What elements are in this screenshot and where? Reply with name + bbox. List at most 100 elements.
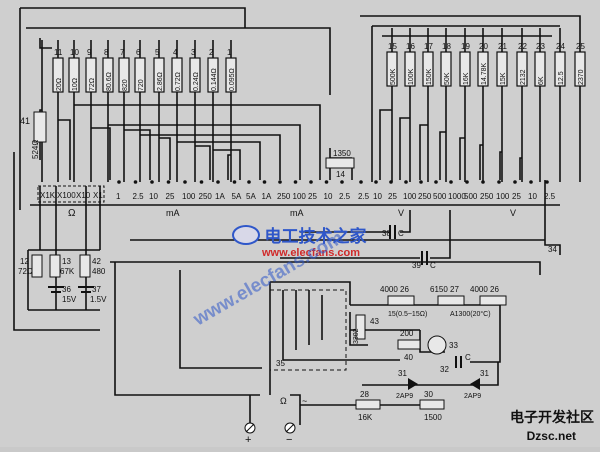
switch-ohm-label: Ω: [280, 396, 287, 406]
ohm-range-0: X1K: [40, 191, 56, 200]
switch-contact-ma-5[interactable]: [199, 180, 204, 184]
switch-contact-a-2[interactable]: [278, 180, 282, 184]
r4000b-lbl: 4000 26: [470, 285, 499, 294]
r28-val: 16K: [358, 413, 373, 422]
switch-contact-v2-0[interactable]: [449, 180, 453, 184]
switch-contact-a-6[interactable]: [340, 180, 344, 184]
switch-contact-a-3[interactable]: [293, 180, 298, 184]
switch-label-v1-0: 2.5: [358, 192, 370, 201]
resistor-26b: [479, 295, 507, 306]
resistor-4: [171, 57, 183, 93]
switch-contact-v1-1[interactable]: [374, 180, 378, 184]
r12-val: 72Ω: [18, 267, 33, 276]
resistor-26a: [387, 295, 415, 306]
switch-label-v1-1: 10: [373, 192, 382, 201]
r7-id: 7: [120, 48, 125, 57]
switch-contact-ma-6[interactable]: [216, 180, 220, 184]
switch-contact-v2-4[interactable]: [513, 180, 517, 184]
switch-contact-ma-0[interactable]: [117, 180, 121, 184]
watermark-url: www.elecfans.com: [262, 247, 361, 259]
r42-id: 42: [92, 257, 101, 266]
switch-contact-v2-5[interactable]: [529, 180, 533, 184]
switch-label-v1-4: 250: [418, 192, 432, 201]
r28-id: 28: [360, 390, 369, 399]
switch-contact-v2-6[interactable]: [545, 180, 549, 184]
plus-label: +: [245, 434, 251, 446]
omega-label: Ω: [68, 208, 76, 219]
switch-contact-v2-3[interactable]: [497, 180, 501, 184]
resistor-bank-right: [386, 51, 586, 87]
switch-label-v2-4: 25: [512, 192, 521, 201]
switch-contact-v1-0[interactable]: [359, 180, 363, 184]
switch-label-a-2: 250: [277, 192, 291, 201]
resistor-14: [325, 157, 355, 169]
meter-note: A1300(20°C): [450, 310, 491, 318]
watermark-bottom-url: Dzsc.net: [526, 429, 576, 443]
meter-id: 33: [449, 341, 458, 350]
switch-contact-v1-5[interactable]: [434, 180, 438, 184]
resistor-7: [118, 57, 130, 93]
r11-id: 11: [54, 48, 63, 57]
resistor-9: [85, 57, 97, 93]
switch-contact-ma-7[interactable]: [232, 180, 237, 184]
switch-label-a-3: 100: [293, 192, 307, 201]
r6-val: 720: [138, 79, 145, 91]
switch-contact-v2-2[interactable]: [481, 180, 485, 184]
r25-id: 25: [576, 42, 585, 51]
r9-id: 9: [87, 48, 92, 57]
v1-unit-label: V: [398, 208, 404, 218]
switch-contact-ma-4[interactable]: [183, 180, 187, 184]
battery-cells: [48, 286, 94, 293]
r4-id: 4: [173, 48, 178, 57]
resistor-30: [419, 399, 445, 410]
switch-contact-v2-1[interactable]: [465, 180, 469, 184]
c39-lbl: C: [430, 261, 436, 270]
switch-contact-a-0[interactable]: [247, 180, 251, 184]
r15-val: 500K: [390, 68, 397, 85]
r3302-val: 3302: [353, 328, 360, 344]
switch-label-ma-5: 250: [199, 192, 213, 201]
r16-val: 100K: [408, 68, 415, 85]
switch-label-v1-3: 100: [403, 192, 417, 201]
switch-label-v2-6: 2.5: [544, 192, 556, 201]
switch-contact-ma-2[interactable]: [150, 180, 154, 184]
r2-val: 0.144Ω: [211, 68, 218, 91]
switch-label-v1-5: 500: [433, 192, 447, 201]
switch-contact-v1-2[interactable]: [389, 180, 393, 184]
function-switch[interactable]: [269, 289, 347, 371]
r4000a-lbl: 4000 26: [380, 285, 409, 294]
switch-label-v2-5: 10: [528, 192, 537, 201]
d31a-id: 31: [398, 369, 407, 378]
switch-label-a-1: 1A: [262, 192, 272, 201]
r9-val: 72Ω: [89, 78, 96, 91]
switch-label-a-5: 10: [324, 192, 333, 201]
switch-contact-v1-4[interactable]: [419, 180, 423, 184]
range-note: 15(0.5~15Ω): [388, 311, 427, 318]
terminal-positive-mark: [245, 423, 255, 433]
resistor-13: [49, 254, 61, 278]
ohm-range-switch[interactable]: [37, 185, 105, 203]
r23-val: 6K: [538, 76, 545, 85]
switch-contact-ma-3[interactable]: [166, 180, 171, 184]
switch-contact-a-4[interactable]: [309, 180, 313, 184]
resistor-8: [102, 57, 114, 93]
capacitor-38: [389, 225, 396, 239]
switch-contact-ma-1[interactable]: [133, 180, 138, 184]
r4-val: 0.72Ω: [175, 72, 182, 91]
switch-contact-v1-3[interactable]: [404, 180, 408, 184]
r21-id: 21: [498, 42, 507, 51]
resistor-24: [554, 51, 566, 87]
switch-contact-a-1[interactable]: [262, 180, 267, 184]
r41-id: 41: [20, 116, 30, 126]
r12-id: 12: [20, 257, 29, 266]
resistor-19: [459, 51, 471, 87]
r24-val: 12.5: [558, 71, 565, 85]
r20-id: 20: [479, 42, 488, 51]
switch-contact-a-5[interactable]: [324, 180, 329, 184]
r10-id: 10: [70, 48, 79, 57]
switch-label-a-6: 2.5: [339, 192, 351, 201]
switch-label-v1-2: 25: [388, 192, 397, 201]
switch-label-ma-3: 25: [166, 192, 175, 201]
